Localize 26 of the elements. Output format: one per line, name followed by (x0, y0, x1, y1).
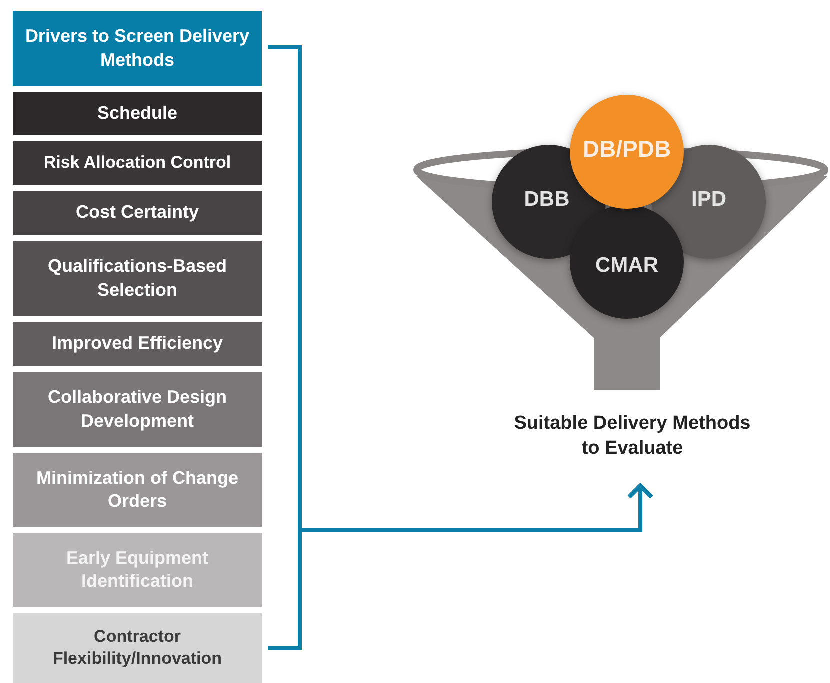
driver-label: Schedule (97, 102, 178, 125)
driver-label: Contractor Flexibility/Innovation (52, 626, 224, 670)
driver-box (13, 322, 262, 366)
method-label: DBB (524, 187, 570, 214)
driver-box (13, 613, 262, 683)
driver-label: Risk Allocation Control (44, 152, 232, 174)
driver-box (13, 453, 262, 527)
driver-label: Early Equipment Identification (65, 546, 210, 593)
driver-box (13, 372, 262, 447)
driver-label: Minimization of Change Orders (36, 466, 240, 513)
driver-label: Collaborative Design Development (46, 386, 228, 433)
method-label: DB/PDB (582, 135, 672, 164)
driver-box (13, 241, 262, 316)
method-label: IPD (691, 187, 726, 214)
method-label: CMAR (596, 253, 658, 280)
driver-box (13, 141, 262, 185)
driver-box (13, 533, 262, 607)
driver-label: Qualifications-Based Selection (46, 255, 228, 302)
driver-box (13, 191, 262, 235)
driver-label: Cost Certainty (76, 201, 200, 224)
driver-label: Drivers to Screen Delivery Methods (24, 25, 251, 72)
bracket-arrow (268, 484, 654, 650)
driver-box (13, 11, 262, 86)
driver-label: Improved Efficiency (52, 332, 224, 356)
driver-box (13, 92, 262, 135)
result-label: Suitable Delivery Methods to Evaluate (513, 412, 752, 461)
